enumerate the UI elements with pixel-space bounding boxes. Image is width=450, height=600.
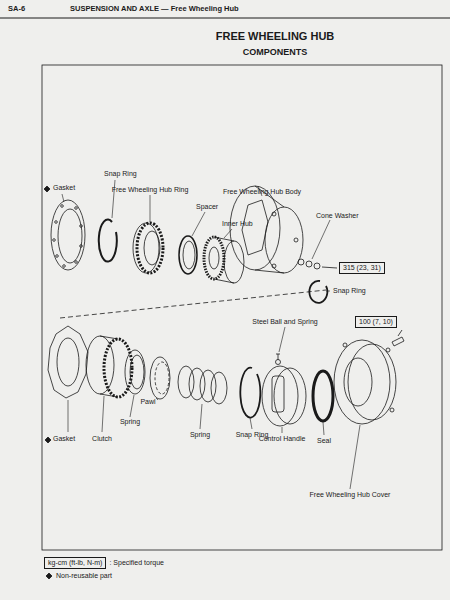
section-header: SUSPENSION AND AXLE — Free Wheeling Hub (70, 5, 239, 14)
pawl-part (150, 357, 170, 399)
non-reusable-mark (45, 437, 51, 443)
hub-ring-part (133, 223, 163, 273)
torque-value: kg-cm (ft-lb, N-m) (48, 559, 102, 566)
part-name: Snap Ring (333, 287, 366, 295)
hub-cover-part (334, 337, 404, 424)
coil-spring-part (178, 366, 227, 404)
control-handle-part (262, 354, 306, 426)
part-name: Gasket (53, 184, 75, 192)
part-name: Free Wheeling Hub Cover (310, 491, 391, 499)
snap-ring-part (309, 281, 327, 303)
torque-box: 100 (7, 10) (355, 316, 397, 328)
part-name: Steel Ball and Spring (252, 318, 317, 326)
part-name: Pawl (140, 398, 155, 406)
subtitle: COMPONENTS (243, 47, 308, 57)
frame (42, 65, 442, 550)
torque-value: 315 (23, 31) (343, 264, 381, 271)
part-name: Control Handle (259, 435, 306, 443)
part-name: Spacer (196, 203, 218, 211)
page-title: FREE WHEELING HUB (216, 30, 335, 43)
part-name: Gasket (53, 435, 75, 443)
inner-hub-part (204, 237, 244, 283)
part-name: Clutch (92, 435, 112, 443)
legend-text: Non-reusable part (56, 572, 112, 580)
spacer-part (179, 236, 197, 274)
legend-text: : Specified torque (109, 559, 163, 567)
part-name: Spring (120, 418, 140, 426)
part-name: Spring (190, 431, 210, 439)
torque-leader (398, 330, 402, 336)
torque-value: 100 (7, 10) (359, 318, 393, 325)
seal-part (313, 371, 333, 421)
gasket-part (51, 200, 85, 270)
part-name: Cone Washer (316, 212, 359, 220)
assembly-line (60, 290, 326, 318)
header-rule (0, 18, 450, 19)
page-number: SA-6 (8, 5, 25, 14)
non-reusable-mark (44, 186, 50, 192)
spring-part (125, 350, 145, 394)
hub-body-part (230, 186, 303, 273)
gasket-part (48, 326, 88, 398)
snap-ring-part (240, 368, 260, 418)
part-name: Free Wheeling Hub Ring (112, 186, 189, 194)
torque-leader (322, 267, 337, 268)
part-name: Inner Hub (222, 220, 253, 228)
cone-washer-part (298, 259, 320, 269)
torque-box: 315 (23, 31) (339, 262, 385, 274)
leader-lines (62, 180, 360, 489)
part-name: Seal (317, 437, 331, 445)
torque-unit-box: kg-cm (ft-lb, N-m) (44, 557, 106, 569)
part-name: Snap Ring (104, 170, 137, 178)
legend-sample (46, 573, 52, 579)
snap-ring-part (99, 220, 117, 262)
part-name: Free Wheeling Hub Body (223, 188, 301, 196)
